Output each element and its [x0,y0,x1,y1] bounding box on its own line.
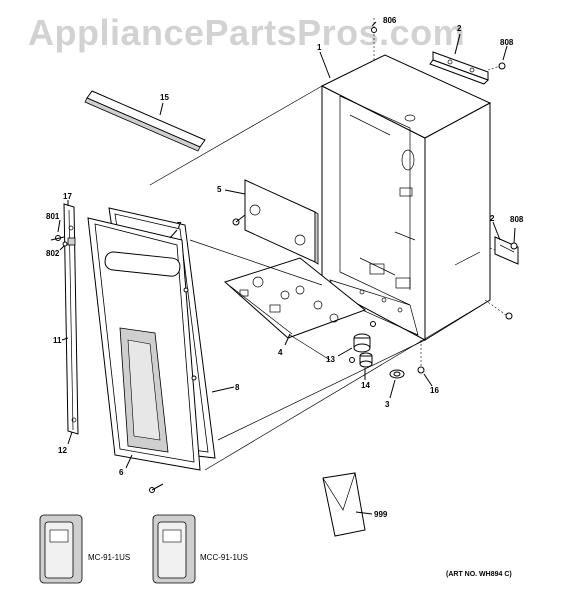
cover-strip-part-15 [84,90,206,152]
screw-icon [505,312,513,320]
callout-7: 7 [177,221,182,230]
alignment-lines [149,85,491,471]
grommet-part-14 [359,352,373,368]
side-rail-part-17 [50,203,79,435]
bracket-part-2-upper [429,51,506,85]
callout-808-upper: 808 [500,38,514,47]
panel-part-5 [232,179,319,265]
watermark-logo: AppliancePartsPros.com [28,12,466,53]
remote-label-right: MCC-91-1US [200,553,248,562]
callout-3: 3 [385,400,390,409]
art-number: (ART NO. WH894 C) [446,571,512,578]
remote-control-right [152,514,196,584]
callout-labels: 806 1 2 808 15 5 17 801 802 7 11 4 13 14… [46,16,524,562]
callout-2-lower: 2 [490,214,495,223]
remote-control-left [39,514,83,584]
callout-808-lower: 808 [510,215,524,224]
callout-1: 1 [317,43,322,52]
callout-5: 5 [217,185,222,194]
screw-part-16 [417,340,425,374]
callout-801: 801 [46,212,60,221]
callout-13: 13 [326,355,335,364]
front-cover-part-6 [87,217,201,493]
grommet-part-3 [389,369,405,379]
base-plate-part-4 [224,257,367,339]
callout-806: 806 [383,16,397,25]
manual-part-999 [322,472,366,537]
callout-17: 17 [63,192,72,201]
callout-4: 4 [278,348,283,357]
callout-8: 8 [235,383,240,392]
valve-part-13 [349,321,376,363]
callout-12: 12 [58,446,67,455]
remote-label-left: MC-91-1US [88,553,130,562]
callout-999: 999 [374,510,388,519]
screw-icon [371,27,377,33]
callout-2-upper: 2 [457,24,462,33]
callout-6: 6 [119,468,124,477]
callout-15: 15 [160,93,169,102]
leader-lines [57,21,516,515]
callout-802: 802 [46,249,60,258]
callout-14: 14 [361,381,370,390]
callout-16: 16 [430,386,439,395]
callout-11: 11 [53,336,62,345]
